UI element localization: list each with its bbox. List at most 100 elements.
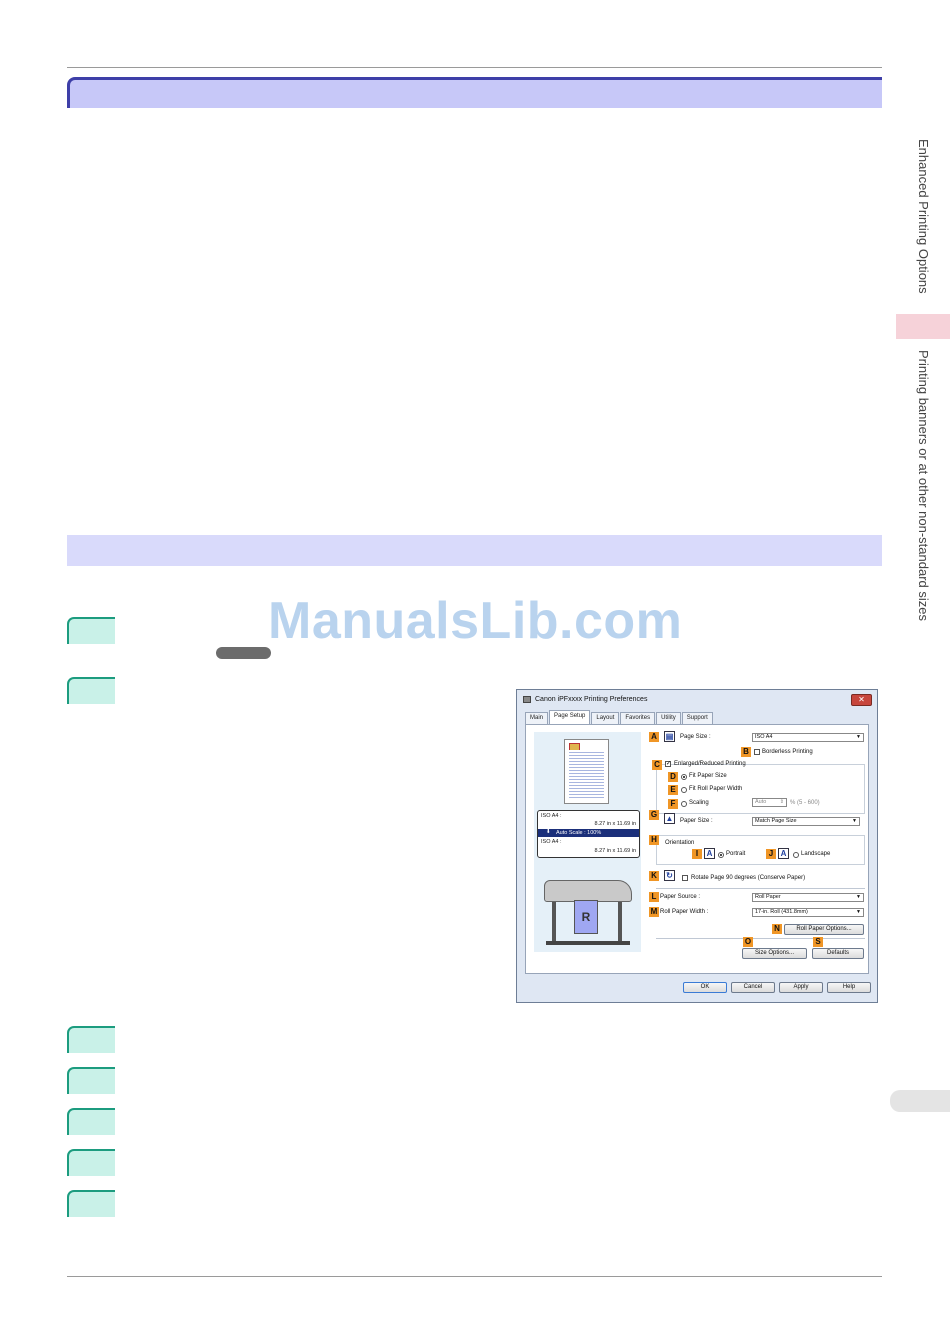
marker-d: D [668,772,678,782]
ok-button[interactable]: OK [683,982,727,993]
watermark: ManualsLib.com [268,592,683,650]
marker-s: S [813,937,823,947]
plotter-body [544,880,632,902]
thumbnail-text-lines [569,750,604,798]
rotate-checkbox[interactable] [682,875,688,881]
scaling-label: Scaling [689,800,709,806]
input-size-dimensions: 8.27 in x 11.69 in [594,821,636,827]
help-button[interactable]: Help [827,982,871,993]
page-size-label: Page Size : [680,734,711,740]
scaling-range: % (5 - 600) [790,800,820,806]
dialog-tabs: Main Page Setup Layout Favorites Utility… [525,710,714,725]
side-chapter-tab[interactable] [890,1090,950,1112]
marker-l: L [649,892,659,902]
chevron-down-icon: ▼ [856,909,861,915]
enlarged-checkbox[interactable]: ✓ [665,761,672,767]
tab-utility[interactable]: Utility [656,712,681,725]
size-options-button[interactable]: Size Options... [742,948,807,959]
marker-f: F [668,799,678,809]
tab-layout[interactable]: Layout [591,712,620,725]
roll-paper-options-button[interactable]: Roll Paper Options... [784,924,864,935]
orientation-group [656,835,865,865]
cancel-button[interactable]: Cancel [731,982,775,993]
step-marker-4 [67,1067,115,1094]
fit-roll-width-radio[interactable] [681,787,687,793]
plotter-leg-left [552,902,556,942]
side-nav-subsection[interactable]: Printing banners or at other non-standar… [916,350,931,621]
paper-size-icon: ▲ [664,813,675,824]
scaling-stepper[interactable]: Auto ⇕ [752,798,787,807]
plotter-leg-right [618,902,622,942]
marker-i: I [692,849,702,859]
input-size-name: ISO A4 : [541,813,562,819]
tab-main[interactable]: Main [525,712,549,725]
paper-size-select[interactable]: Match Page Size▼ [752,817,860,826]
dialog-title: Canon iPFxxxx Printing Preferences [535,696,648,703]
printer-icon [523,696,531,703]
page-size-select[interactable]: ISO A4▼ [752,733,864,742]
marker-b: B [741,747,751,757]
marker-k: K [649,871,659,881]
output-size-dimensions: 8.27 in x 11.69 in [594,848,636,854]
marker-e: E [668,785,678,795]
output-size-name: ISO A4 : [541,839,562,845]
landscape-radio[interactable] [793,852,799,858]
fit-paper-size-label: Fit Paper Size [689,773,727,779]
borderless-checkbox[interactable] [754,749,760,755]
marker-j: J [766,849,776,859]
paper-source-select[interactable]: Roll Paper▼ [752,893,864,902]
enlarged-label: Enlarged/Reduced Printing [674,761,746,767]
auto-scale-text: Auto Scale : 100% [556,830,602,836]
enlarged-group [656,764,865,814]
paper-size-value: Match Page Size [755,818,797,824]
roll-width-value: 17-in. Roll (431.8mm) [755,909,808,915]
rotate-label: Rotate Page 90 degrees (Conserve Paper) [691,875,806,881]
marker-o: O [743,937,753,947]
reference-pill[interactable] [216,647,271,659]
scaling-radio[interactable] [681,801,687,807]
fit-roll-width-label: Fit Roll Paper Width [689,786,743,792]
spinner-icon: ⇕ [779,799,784,805]
page-size-icon: ▤ [664,731,675,742]
scaling-value: Auto [755,799,767,805]
auto-scale-bar: ⬇ Auto Scale : 100% [538,829,639,837]
landscape-icon: A [778,848,789,859]
tab-page-setup[interactable]: Page Setup [549,710,591,725]
step-marker-7 [67,1190,115,1217]
paper-source-label: Paper Source : [660,894,701,900]
apply-button[interactable]: Apply [779,982,823,993]
marker-n: N [772,924,782,934]
portrait-radio[interactable] [718,852,724,858]
borderless-label: Borderless Printing [762,749,813,755]
page-setup-panel: ISO A4 : 8.27 in x 11.69 in ⬇ Auto Scale… [525,724,869,974]
side-nav-section[interactable]: Enhanced Printing Options [916,139,931,294]
marker-h: H [649,835,659,845]
step-marker-3 [67,1026,115,1053]
separator [656,938,865,939]
defaults-button[interactable]: Defaults [812,948,864,959]
roll-width-select[interactable]: 17-in. Roll (431.8mm) ▼ [752,908,864,917]
tab-favorites[interactable]: Favorites [620,712,656,725]
preview-pane: ISO A4 : 8.27 in x 11.69 in ⬇ Auto Scale… [534,732,641,952]
portrait-label: Portrait [726,851,746,857]
marker-a: A [649,732,659,742]
section-header-bar [67,77,882,108]
step-marker-1 [67,617,115,644]
close-button[interactable]: ✕ [851,694,872,706]
step-marker-5 [67,1108,115,1135]
fit-paper-size-radio[interactable] [681,774,687,780]
separator [656,888,865,889]
down-arrow-icon: ⬇ [546,829,551,835]
top-rule [67,67,882,68]
page-preview-thumbnail [564,739,609,804]
bottom-rule [67,1276,882,1277]
plotter-output-sheet: R [574,900,598,934]
marker-g: G [649,810,659,820]
marker-c: C [652,760,662,770]
tab-support[interactable]: Support [681,712,713,725]
roll-width-label: Roll Paper Width : [660,909,709,915]
side-nav-active-marker [896,314,950,339]
paper-size-label: Paper Size : [680,818,713,824]
marker-m: M [649,907,659,917]
printing-preferences-dialog: Canon iPFxxxx Printing Preferences ✕ Mai… [516,689,878,1003]
